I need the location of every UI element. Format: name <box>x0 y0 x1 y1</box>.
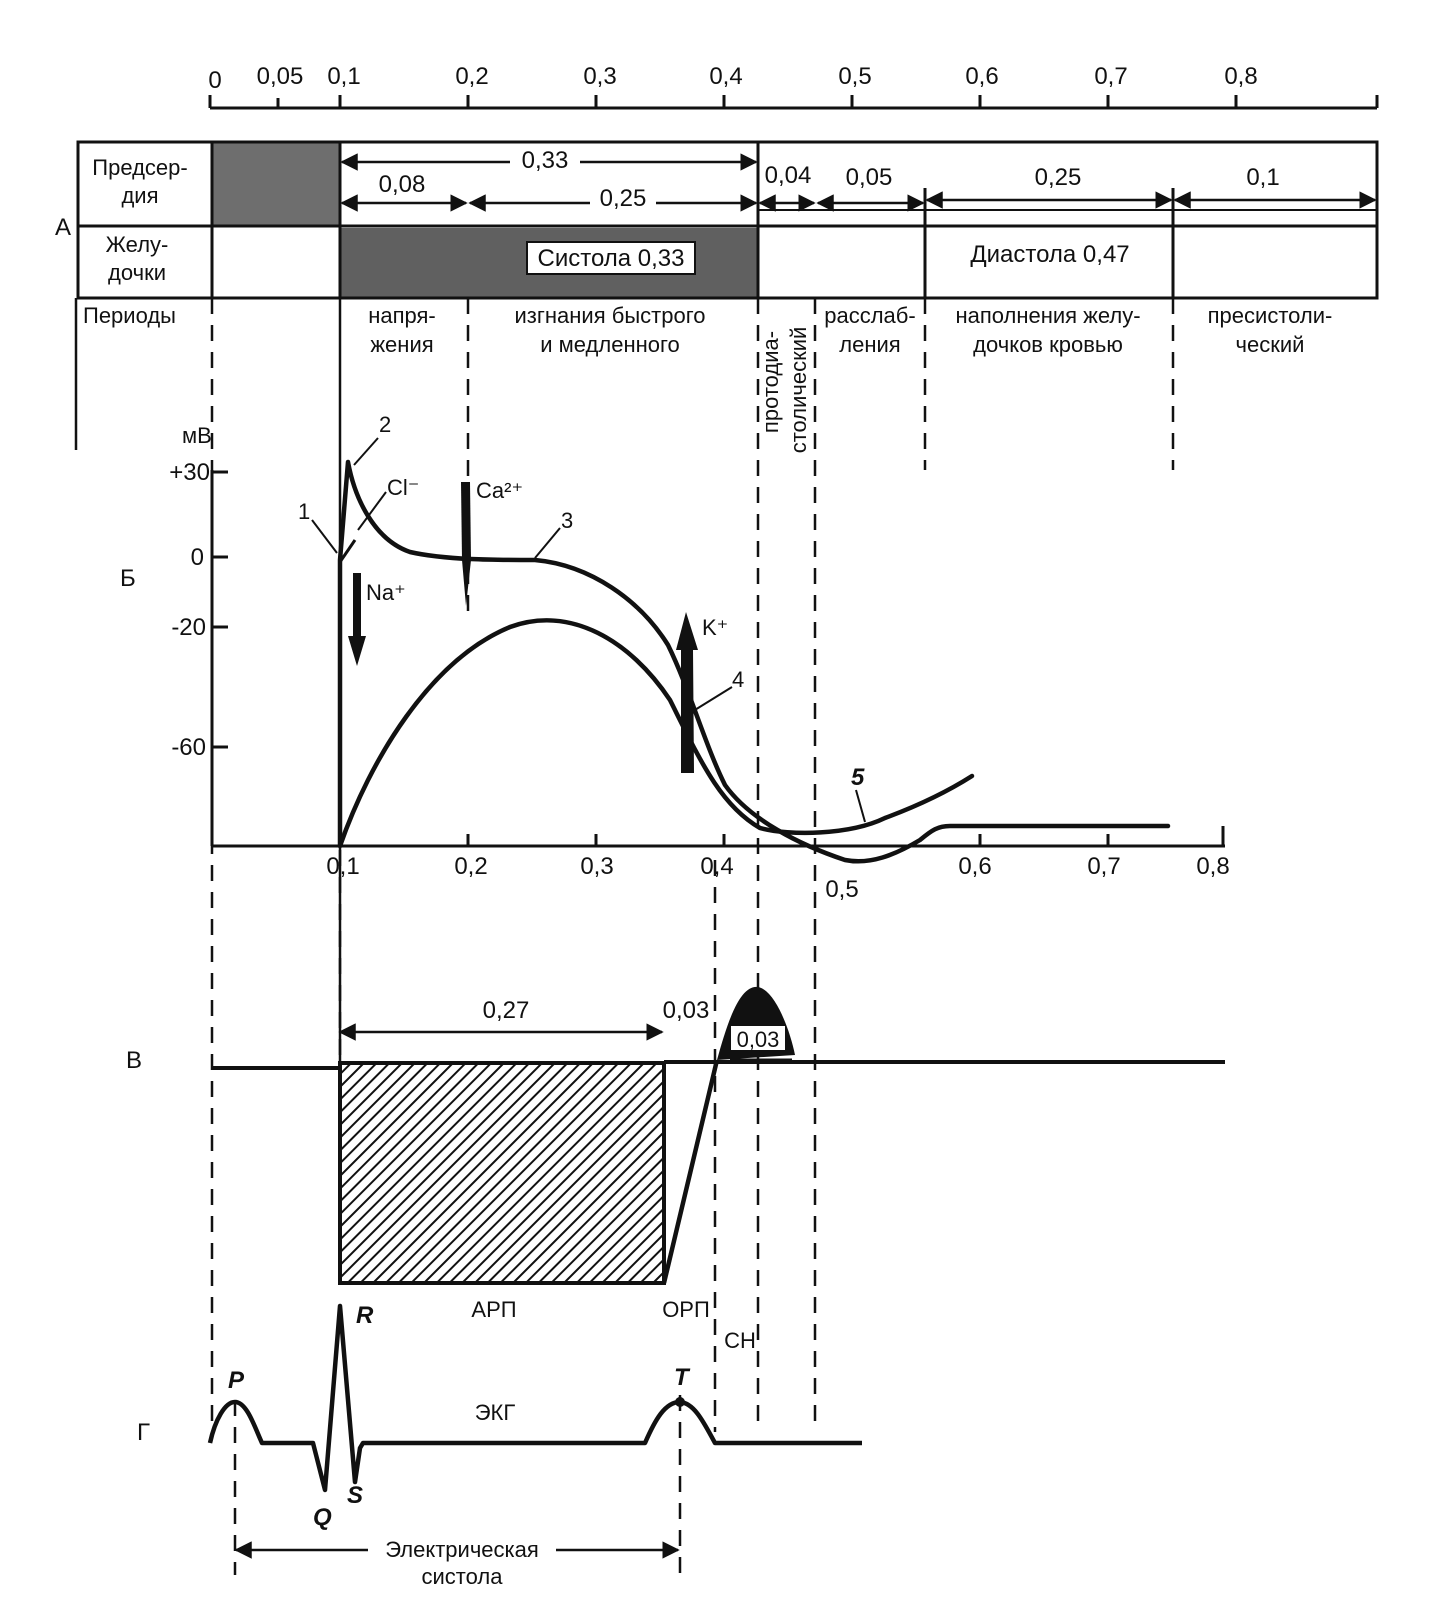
ion-label-ca: Ca²⁺ <box>476 478 523 503</box>
ion-label-cl: Cl⁻ <box>387 475 419 500</box>
top-tick-label: 0,2 <box>455 63 488 90</box>
sn-label: СН <box>724 1328 756 1353</box>
x-tick-label: 0,3 <box>580 853 613 880</box>
top-tick-label: 0,05 <box>257 63 304 90</box>
sn-duration-label: 0,03 <box>737 1027 780 1052</box>
ecg-trace <box>207 1303 862 1493</box>
duration-label: 0,05 <box>846 164 893 191</box>
ion-arrows <box>348 482 698 773</box>
period-protodiastolic: столический <box>786 327 811 454</box>
duration-label: 0,1 <box>1246 164 1279 191</box>
diastole-label: Диастола 0,47 <box>970 241 1129 268</box>
systole-label: Систола 0,33 <box>537 245 684 272</box>
curve-number-label: 4 <box>732 667 744 692</box>
top-time-axis <box>208 95 1379 110</box>
electrical-systole-label-line1: Электрическая <box>385 1537 539 1562</box>
period-ejection: изгнания быстрого <box>515 303 706 328</box>
top-tick-label: 0 <box>208 67 221 94</box>
ventricles-label-line2: дочки <box>108 260 166 285</box>
y-tick-label: -20 <box>171 614 206 641</box>
phase-table: А Предсер- дия Желу- дочки Периоды 0,33 … <box>55 140 1379 454</box>
period-filling: наполнения желу- <box>955 303 1140 328</box>
period-relaxation: ления <box>839 332 900 357</box>
x-tick-label: 0,1 <box>326 853 359 880</box>
x-tick-label: 0,6 <box>958 853 991 880</box>
ventricles-label-line1: Желу- <box>106 232 169 257</box>
section-v-letter: В <box>126 1047 142 1074</box>
section-a-letter: А <box>55 214 71 241</box>
top-tick-label: 0,6 <box>965 63 998 90</box>
relative-refractory-slope <box>661 1059 720 1284</box>
duration-label: 0,33 <box>522 147 569 174</box>
wave-label-q: Q <box>313 1504 332 1531</box>
na-influx-arrow <box>348 573 366 666</box>
x-tick-label: 0,2 <box>454 853 487 880</box>
periods-row-label: Периоды <box>83 303 176 328</box>
section-g-letter: Г <box>137 1419 150 1446</box>
duration-label: 0,25 <box>1035 164 1082 191</box>
k-efflux-arrow <box>676 612 698 773</box>
y-tick-label: 0 <box>191 544 204 571</box>
slow-potential-curve <box>337 618 975 849</box>
ca-influx-arrow <box>461 482 471 606</box>
absolute-refractory-block <box>338 1061 666 1285</box>
x-tick-label: 0,5 <box>825 876 858 903</box>
ion-label-na: Na⁺ <box>366 580 406 605</box>
vertical-guides <box>74 298 1175 1575</box>
electrical-systole-label-line2: систола <box>422 1564 504 1589</box>
orp-label: ОРП <box>662 1297 710 1322</box>
ecg-label: ЭКГ <box>475 1400 516 1425</box>
y-tick-label: +30 <box>169 459 210 486</box>
refractory-diagram: В 0,27 0,03 0,03 АРП ОРП СН <box>126 986 1225 1353</box>
arp-label: АРП <box>471 1297 516 1322</box>
period-filling: дочков кровью <box>973 332 1123 357</box>
curve-number-label: 5 <box>851 764 865 791</box>
arp-duration-label: 0,27 <box>483 997 530 1024</box>
top-tick-label: 0,1 <box>327 63 360 90</box>
top-tick-label: 0,4 <box>709 63 742 90</box>
period-protodiastolic: протодиа- <box>758 331 783 433</box>
period-relaxation: расслаб- <box>824 303 915 328</box>
activation-point-marker <box>338 539 357 563</box>
period-tension: жения <box>370 332 433 357</box>
period-presystolic: ческий <box>1236 332 1305 357</box>
action-potential-chart: Б мВ +30 0 -20 -60 0,1 0,2 0,3 0,4 0,5 0… <box>120 412 1230 903</box>
atria-label-line2: дия <box>121 183 158 208</box>
top-tick-label: 0,5 <box>838 63 871 90</box>
x-tick-label: 0,8 <box>1196 853 1229 880</box>
top-tick-label: 0,7 <box>1094 63 1127 90</box>
duration-label: 0,04 <box>765 162 812 189</box>
wave-label-t: T <box>674 1364 691 1391</box>
orp-duration-label: 0,03 <box>663 997 710 1024</box>
duration-label: 0,08 <box>379 171 426 198</box>
atrial-systole-block <box>212 142 339 225</box>
ecg-chart: Г P Q R S T ЭКГ Электрическая систола <box>137 1302 862 1589</box>
period-ejection: и медленного <box>540 332 680 357</box>
y-unit-label: мВ <box>182 423 212 448</box>
curve-number-label: 2 <box>379 412 391 437</box>
duration-label: 0,25 <box>600 185 647 212</box>
curve-number-label: 3 <box>561 508 573 533</box>
top-tick-label: 0,8 <box>1224 63 1257 90</box>
wave-label-p: P <box>228 1367 245 1394</box>
wave-label-r: R <box>356 1302 374 1329</box>
t-wave-peak-marker <box>675 1397 685 1407</box>
top-axis-tick-labels: 0 0,05 0,1 0,2 0,3 0,4 0,5 0,6 0,7 0,8 <box>208 63 1257 94</box>
period-tension: напря- <box>368 303 436 328</box>
period-presystolic: пресистоли- <box>1208 303 1333 328</box>
atria-label-line1: Предсер- <box>92 155 187 180</box>
curve-number-label: 1 <box>298 499 310 524</box>
top-tick-label: 0,3 <box>583 63 616 90</box>
section-b-letter: Б <box>120 565 136 592</box>
x-tick-label: 0,7 <box>1087 853 1120 880</box>
wave-label-s: S <box>347 1482 363 1509</box>
ion-label-k: K⁺ <box>702 615 728 640</box>
x-tick-label: 0,4 <box>700 853 733 880</box>
y-tick-label: -60 <box>171 734 206 761</box>
